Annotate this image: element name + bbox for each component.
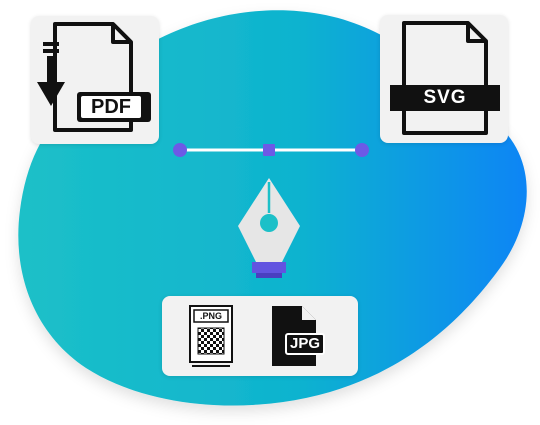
svg-label: SVG (423, 87, 467, 108)
bezier-anchor-right (355, 143, 369, 157)
svg-file-icon (390, 21, 500, 135)
jpg-file-icon (272, 306, 325, 366)
svg-card: SVG (380, 15, 508, 143)
jpg-label: JPG (289, 335, 320, 352)
raster-icons (189, 305, 325, 367)
bezier-anchor-center (263, 144, 275, 156)
pen-tool-icon (238, 178, 300, 278)
bezier-anchor-left (173, 143, 187, 157)
pdf-download-file-icon (37, 22, 151, 132)
png-label: .PNG (199, 311, 222, 321)
pdf-card: PDF (31, 16, 159, 144)
png-file-icon (189, 305, 233, 367)
raster-formats-card: .PNG JPG (162, 296, 358, 376)
pdf-label: PDF (91, 96, 131, 118)
